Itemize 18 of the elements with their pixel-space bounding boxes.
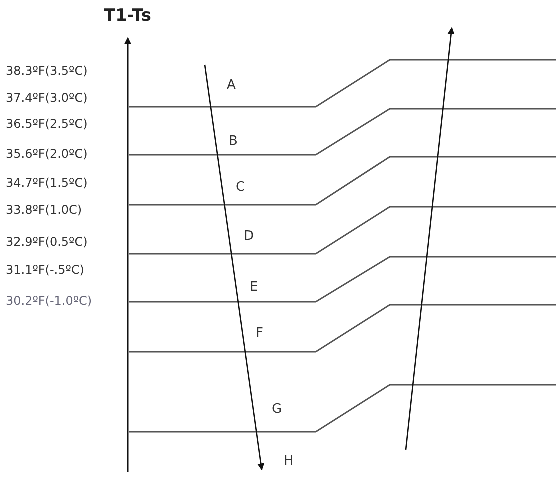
zone-letter: B	[229, 135, 238, 148]
zone-letter: F	[256, 327, 264, 340]
zone-letter: A	[227, 79, 236, 92]
axis-tick-label: 36.5ºF(2.5ºC)	[6, 118, 88, 130]
axis-tick-label: 33.8ºF(1.0C)	[6, 204, 82, 216]
axis-tick-label: 34.7ºF(1.5ºC)	[6, 177, 88, 189]
zone-letter: C	[236, 181, 246, 194]
zone-letter: D	[244, 230, 254, 243]
axis-title: T1-Ts	[104, 8, 152, 25]
axis-tick-label: 32.9ºF(0.5ºC)	[6, 236, 88, 248]
zone-letter: G	[272, 403, 282, 416]
zone-letter: H	[284, 455, 294, 468]
axis-tick-label: 38.3ºF(3.5ºC)	[6, 65, 88, 77]
axis-tick-label: 30.2ºF(-1.0ºC)	[6, 295, 92, 307]
zone-letter: E	[250, 281, 258, 294]
axis-tick-label: 35.6ºF(2.0ºC)	[6, 148, 88, 160]
axis-tick-label: 37.4ºF(3.0ºC)	[6, 92, 88, 104]
axis-tick-label: 31.1ºF(-.5ºC)	[6, 264, 84, 276]
